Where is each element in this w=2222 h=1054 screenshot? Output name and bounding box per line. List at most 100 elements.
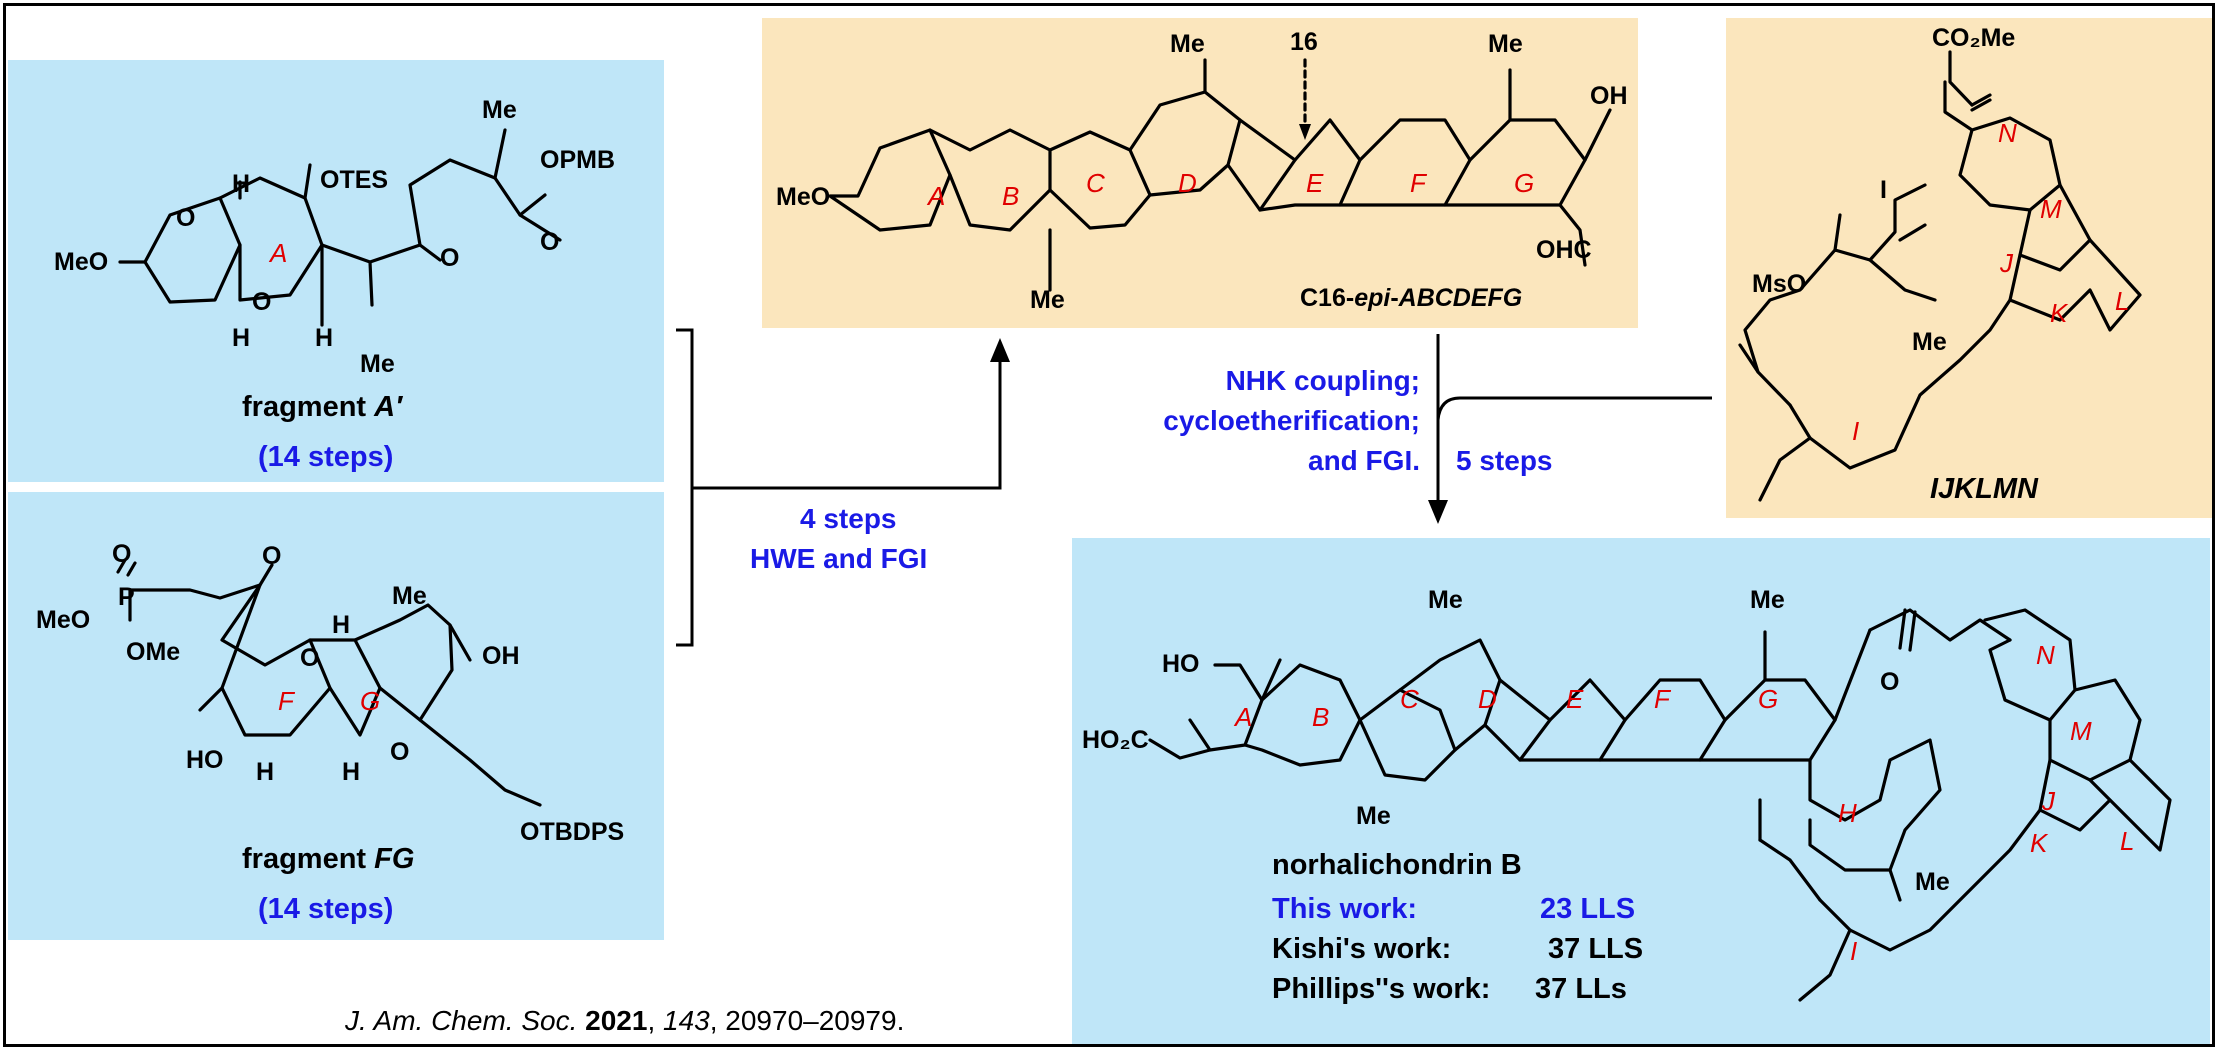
- ring-label-d: D: [1178, 168, 1197, 198]
- fragment-fg-name: fragment FG: [242, 843, 414, 875]
- ring-label-f: F: [278, 686, 296, 716]
- ring-label-d: D: [1478, 684, 1497, 714]
- fragment-a-panel: [8, 60, 664, 482]
- ijklmn-feed-line: [1436, 396, 1712, 421]
- h-label: H: [315, 324, 333, 352]
- norhalichondrin-structure: [1148, 608, 2172, 1002]
- ring-label-i: I: [1852, 416, 1859, 446]
- ring-oxygen-label: O: [300, 644, 319, 672]
- ring-label-n: N: [1998, 118, 2017, 148]
- fragment-a-structure: [118, 128, 562, 327]
- step2-step-count: 5 steps: [1456, 445, 1553, 476]
- abcdefg-name: C16-epi-ABCDEFG: [1300, 284, 1522, 312]
- hydroxyl-label: OH: [482, 642, 520, 670]
- product-panel: [1072, 538, 2210, 1044]
- aldehyde-oxygen-label: O: [540, 228, 559, 256]
- ring-oxygen-label: O: [252, 288, 271, 316]
- h-label: H: [342, 758, 360, 786]
- fragment-fg-panel: [8, 492, 664, 940]
- ring-label-b: B: [1002, 181, 1019, 211]
- ring-label-a: A: [926, 181, 945, 211]
- aldehyde-label: OHC: [1536, 236, 1592, 264]
- h-label: H: [332, 611, 350, 639]
- ijklmn-structure: [1738, 50, 2142, 502]
- fragment-bracket: [676, 328, 694, 647]
- step2-condition-3: and FGI.: [1308, 445, 1420, 476]
- ring-label-j: J: [1999, 248, 2014, 278]
- comparison-label-this-work: This work:: [1272, 893, 1417, 925]
- fragment-a-steps: (14 steps): [258, 441, 393, 473]
- ring-label-m: M: [2040, 194, 2062, 224]
- comparison-label-phillips: Phillips''s work:: [1272, 973, 1490, 1005]
- step2-condition-1: NHK coupling;: [1226, 365, 1420, 396]
- h-label: H: [256, 758, 274, 786]
- hydroxyl-label: HO: [1162, 650, 1200, 678]
- meo-label: MeO: [36, 606, 90, 634]
- fragment-fg-structure: [116, 558, 542, 807]
- methyl-label: Me: [1356, 802, 1391, 830]
- ring-label-l: L: [2115, 286, 2129, 316]
- ring-label-a: A: [268, 238, 287, 268]
- ring-label-j: J: [2041, 786, 2056, 816]
- comparison-value-kishi: 37 LLS: [1548, 933, 1643, 965]
- ketone-oxygen-label: O: [262, 542, 281, 570]
- product-name: norhalichondrin B: [1272, 849, 1522, 881]
- methyl-label: Me: [1488, 30, 1523, 58]
- comparison-label-kishi: Kishi's work:: [1272, 933, 1451, 965]
- ring-label-g: G: [360, 686, 380, 716]
- ring-label-c: C: [1086, 168, 1105, 198]
- methyl-label: Me: [1912, 328, 1947, 356]
- hydroxyl-label: OH: [1590, 82, 1628, 110]
- step1-arrow: [692, 358, 1002, 490]
- abcdefg-panel: [762, 18, 1638, 328]
- step1-arrowhead: [990, 338, 1010, 362]
- methyl-label: Me: [1915, 868, 1950, 896]
- ome-label: OMe: [126, 638, 180, 666]
- phosphoryl-oxygen-label: O: [112, 540, 131, 568]
- methyl-label: Me: [482, 96, 517, 124]
- citation: J. Am. Chem. Soc. 2021, 143, 20970–20979…: [344, 1005, 904, 1036]
- c16-pointer-arrowhead: [1299, 124, 1311, 140]
- figure-frame: [3, 3, 2215, 1047]
- methyl-label: Me: [1428, 586, 1463, 614]
- ring-label-c: C: [1400, 684, 1419, 714]
- ring-label-e: E: [1306, 168, 1324, 198]
- ring-label-e: E: [1566, 684, 1584, 714]
- step1-line1: 4 steps: [800, 503, 897, 534]
- ring-label-f: F: [1654, 684, 1672, 714]
- ring-label-h: H: [1838, 798, 1857, 828]
- mesylate-label: MsO: [1752, 270, 1806, 298]
- methyl-label: Me: [360, 350, 395, 378]
- step2-arrowhead: [1428, 500, 1448, 524]
- comparison-value-this-work: 23 LLS: [1540, 893, 1635, 925]
- ring-label-k: K: [2030, 828, 2049, 858]
- carboxylic-acid-label: HO₂C: [1082, 726, 1149, 754]
- ring-label-m: M: [2070, 716, 2092, 746]
- methyl-label: Me: [1750, 586, 1785, 614]
- h-label: H: [232, 170, 250, 198]
- ring-label-i: I: [1850, 936, 1857, 966]
- otbdps-label: OTBDPS: [520, 818, 624, 846]
- comparison-table: This work: 23 LLS Kishi's work: 37 LLS P…: [1272, 893, 1643, 1005]
- ring-label-f: F: [1410, 168, 1428, 198]
- ring-label-b: B: [1312, 702, 1329, 732]
- abcdefg-structure: [828, 58, 1612, 292]
- methyl-label: Me: [1030, 286, 1065, 314]
- ring-label-a: A: [1233, 702, 1252, 732]
- vinyl-iodide-label: I: [1880, 176, 1887, 204]
- methyl-label: Me: [1170, 30, 1205, 58]
- ring-label-k: K: [2050, 298, 2069, 328]
- h-label: H: [232, 324, 250, 352]
- comparison-value-phillips: 37 LLs: [1535, 973, 1627, 1005]
- ring-oxygen-label: O: [390, 738, 409, 766]
- hydroxyl-label: HO: [186, 746, 224, 774]
- ijklmn-panel: [1726, 18, 2212, 518]
- fragment-a-name: fragment A′: [242, 391, 403, 423]
- methyl-label: Me: [392, 582, 427, 610]
- ring-label-g: G: [1514, 168, 1534, 198]
- otes-label: OTES: [320, 166, 388, 194]
- ring-label-g: G: [1758, 684, 1778, 714]
- step2-condition-2: cycloetherification;: [1163, 405, 1420, 436]
- meo-label: MeO: [776, 183, 830, 211]
